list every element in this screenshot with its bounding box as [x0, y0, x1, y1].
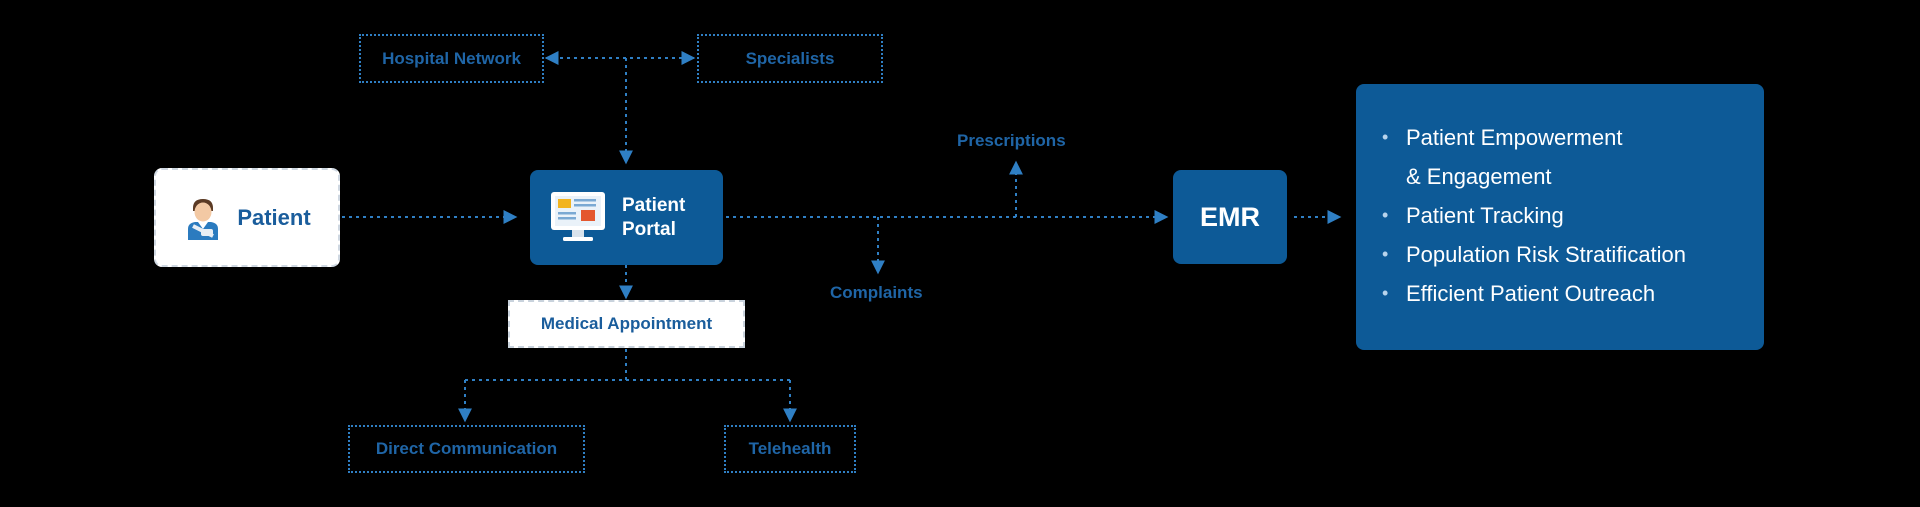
outcome-item4: Efficient Patient Outreach [1406, 281, 1656, 306]
patient-label: Patient [237, 204, 311, 230]
complaints-label: Complaints [830, 283, 923, 302]
patient-portal-line1: Patient [622, 194, 686, 216]
prescriptions-label: Prescriptions [957, 131, 1066, 150]
outcome-item1-line2: & Engagement [1406, 164, 1552, 189]
medical-appointment-node: Medical Appointment [508, 300, 745, 348]
hospital-network-label: Hospital Network [382, 48, 521, 68]
outcome-item2: Patient Tracking [1406, 203, 1564, 228]
bullet-icon: • [1382, 283, 1389, 303]
patient-portal-node: Patient Portal [530, 170, 723, 265]
patient-icon [183, 196, 223, 240]
monitor-icon [550, 191, 606, 245]
emr-node: EMR [1173, 170, 1287, 264]
patient-portal-line2: Portal [622, 218, 676, 240]
specialists-label: Specialists [745, 48, 835, 68]
telehealth-node: Telehealth [724, 425, 856, 473]
specialists-node: Specialists [697, 34, 883, 83]
bullet-icon: • [1382, 127, 1389, 147]
bullet-icon: • [1382, 244, 1389, 264]
patient-node: Patient [154, 168, 340, 267]
outcome-item3: Population Risk Stratification [1406, 242, 1687, 267]
emr-label: EMR [1200, 201, 1260, 232]
bullet-icon: • [1382, 205, 1389, 225]
telehealth-label: Telehealth [748, 439, 832, 458]
outcome-item: • Patient Empowerment & Engagement [1376, 118, 1744, 196]
outcomes-list: • Patient Empowerment & Engagement • Pat… [1376, 118, 1744, 313]
outcome-item: • Patient Tracking [1376, 196, 1744, 235]
outcome-item1-line1: Patient Empowerment [1406, 125, 1623, 150]
outcome-item: • Population Risk Stratification [1376, 235, 1744, 274]
outcome-item: • Efficient Patient Outreach [1376, 274, 1744, 313]
hospital-network-node: Hospital Network [359, 34, 544, 83]
outcomes-panel: • Patient Empowerment & Engagement • Pat… [1356, 84, 1764, 350]
direct-communication-label: Direct Communication [375, 439, 558, 458]
direct-communication-node: Direct Communication [348, 425, 585, 473]
patient-portal-label: Patient Portal [622, 194, 685, 242]
medical-appointment-label: Medical Appointment [540, 314, 713, 333]
